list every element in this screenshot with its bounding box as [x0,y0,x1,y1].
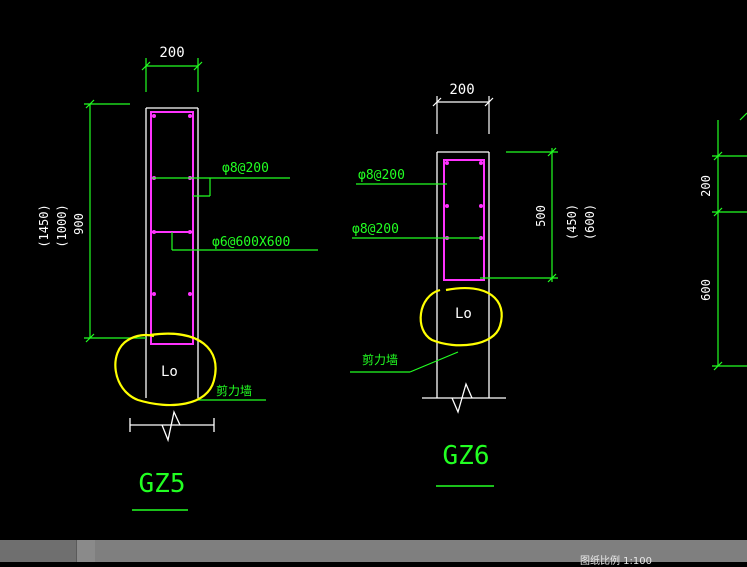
gz6-lo-label: Lo [455,306,472,322]
status-bar-left-panel[interactable] [0,540,76,562]
cad-drawing-canvas[interactable]: 200 900 (1000) (1450) φ8@200 [0,0,747,540]
partial-detail: 200 600 [699,112,747,371]
gz6-width-dim: 200 [449,82,474,98]
gz5-highlight-circle [114,332,217,407]
gz6-height-alt1: (450) [565,204,579,240]
partial-dim-top: 200 [699,175,713,197]
gz6-title: GZ6 [443,441,490,471]
gz5-lo-label: Lo [161,364,178,380]
gz5-width-dim: 200 [159,45,184,61]
gz6-highlight-circle [419,287,503,347]
gz5-height-alt1: (1000) [55,204,69,247]
gz5-stirrup-label: φ8@200 [222,161,269,176]
status-bar: 图纸比例 1:100 [0,540,747,567]
gz5-wall-label: 剪力墙 [216,383,252,398]
partial-dim-bottom: 600 [699,279,713,301]
gz6-wall-label: 剪力墙 [362,352,398,367]
status-bar-separator [76,540,95,562]
gz6-stirrup-label-top: φ8@200 [358,168,405,183]
gz5-height-alt2: (1450) [37,204,51,247]
gz5-title: GZ5 [139,469,186,499]
gz5-tie-label: φ6@600X600 [212,235,290,250]
gz5-height-dim: 900 [72,213,86,235]
gz5-detail: 200 900 (1000) (1450) φ8@200 [37,45,318,511]
status-bar-text: 图纸比例 1:100 [580,556,652,567]
gz6-stirrup-label-mid: φ8@200 [352,222,399,237]
gz6-height-dim: 500 [534,205,548,227]
gz6-height-alt2: (600) [583,204,597,240]
gz6-detail: 200 500 (450) (600) φ8@200 φ8@200 剪力墙 [350,82,597,487]
